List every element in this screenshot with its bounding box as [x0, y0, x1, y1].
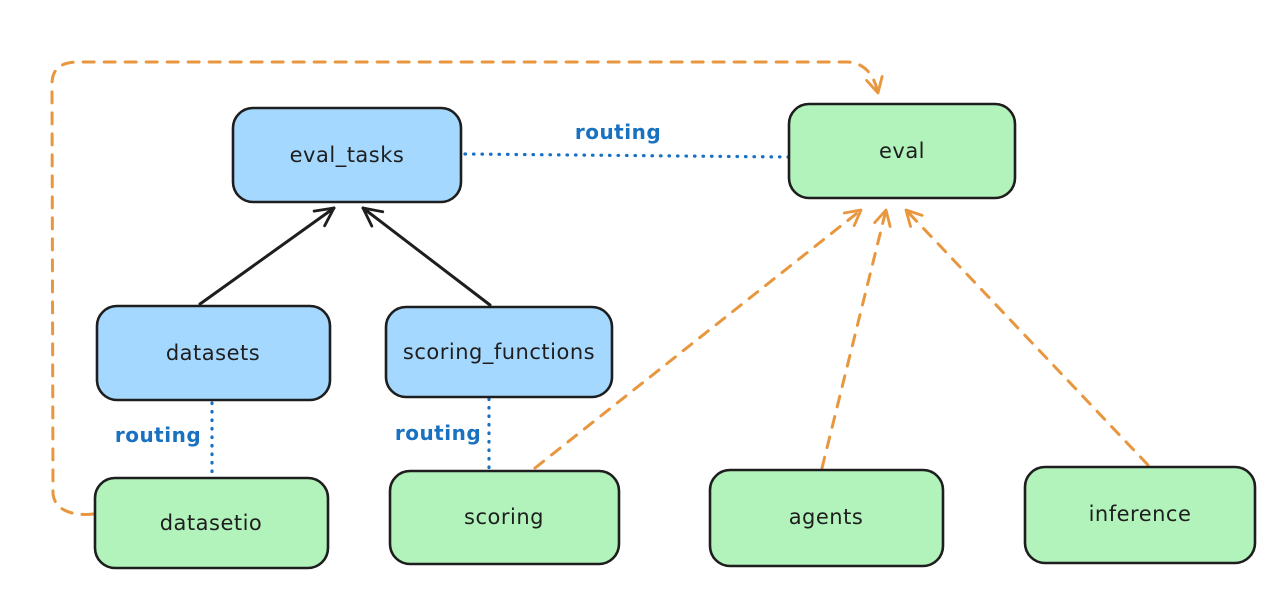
routing-label-scoring: routing: [395, 421, 481, 445]
node-inference-box: [1023, 465, 1257, 565]
node-datasetio-box: [93, 476, 330, 570]
node-scoring: scoring: [388, 469, 621, 566]
edge-agents-to-eval: [820, 208, 892, 470]
node-scoring-label: scoring: [464, 505, 544, 529]
edge-inference-to-eval: [904, 208, 1150, 467]
node-eval: eval: [787, 102, 1017, 200]
edge-scoring-to-eval: [533, 208, 863, 470]
node-eval-tasks-label: eval_tasks: [290, 143, 405, 168]
edge-datasets-to-eval-tasks: [198, 206, 336, 306]
node-inference-label: inference: [1089, 502, 1192, 526]
routing-label-datasetio: routing: [115, 423, 201, 447]
node-inference: inference: [1023, 465, 1257, 565]
node-scoring-functions: scoring_functions: [384, 305, 614, 399]
node-datasetio-label: datasetio: [160, 511, 263, 535]
node-eval-tasks-box: [231, 106, 463, 204]
edge-eval-tasks-to-eval-routing: [463, 152, 791, 159]
node-agents-label: agents: [789, 505, 864, 529]
routing-label-top: routing: [575, 120, 661, 144]
node-eval-box: [787, 102, 1017, 200]
node-datasets-label: datasets: [166, 341, 260, 365]
node-agents-box: [708, 468, 945, 568]
edge-scoring-functions-to-eval-tasks: [361, 206, 492, 307]
node-datasets: datasets: [95, 304, 332, 402]
node-scoring-functions-box: [384, 305, 614, 399]
node-datasetio: datasetio: [93, 476, 330, 570]
node-eval-label: eval: [879, 139, 925, 163]
node-eval-tasks: eval_tasks: [231, 106, 463, 204]
node-scoring-box: [388, 469, 621, 566]
node-scoring-functions-label: scoring_functions: [403, 340, 595, 365]
node-datasets-box: [95, 304, 332, 402]
edge-datasetio-to-eval: [50, 60, 884, 516]
node-agents: agents: [708, 468, 945, 568]
